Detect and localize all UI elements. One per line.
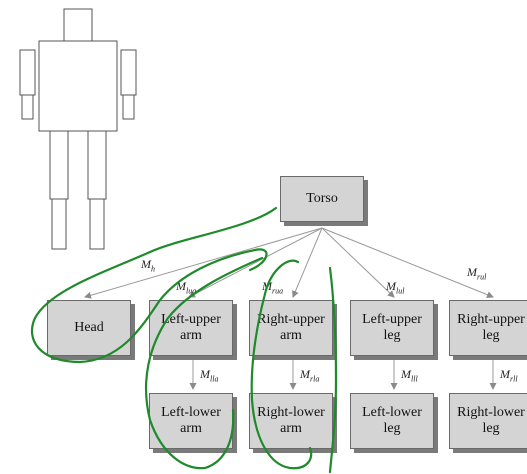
- node-right-lower-arm: Right-lower arm: [249, 393, 333, 449]
- edge-label-head: Mh: [141, 257, 155, 274]
- robot-right-lower-arm: [122, 94, 135, 120]
- annotation-loop-head: [30, 206, 278, 364]
- edge-label-lul: Mlul: [386, 279, 405, 296]
- robot-torso: [38, 40, 118, 132]
- node-left-upper-leg: Left-upper leg: [350, 300, 434, 356]
- edge-label-lll: Mlll: [401, 367, 418, 384]
- edge-torso-head: [84, 227, 323, 299]
- robot-left-lower-arm: [21, 94, 34, 120]
- annotation-stroke-left-leg: [328, 266, 338, 474]
- robot-left-lower-leg: [51, 198, 67, 250]
- edge-label-lla: Mlla: [200, 367, 219, 384]
- edge-torso-lul: [321, 227, 395, 298]
- edge-torso-rul: [321, 227, 494, 299]
- node-left-lower-arm: Left-lower arm: [149, 393, 233, 449]
- robot-head: [63, 8, 93, 42]
- edge-label-rll: Mrll: [500, 367, 518, 384]
- annotation-loop-left-arm: [144, 256, 264, 470]
- edge-torso-rua: [292, 227, 323, 298]
- edge-label-rla: Mrla: [300, 367, 320, 384]
- node-left-lower-leg: Left-lower leg: [350, 393, 434, 449]
- annotation-loop-right-arm: [250, 259, 313, 470]
- node-right-upper-leg: Right-upper leg: [449, 300, 527, 356]
- node-torso: Torso: [280, 176, 364, 222]
- robot-right-lower-leg: [89, 198, 105, 250]
- edge-torso-lua: [188, 227, 323, 298]
- node-right-upper-arm: Right-upper arm: [249, 300, 333, 356]
- node-head: Head: [47, 300, 131, 356]
- edge-label-rul: Mrul: [467, 265, 487, 282]
- edge-label-lua: Mlua: [176, 279, 197, 296]
- node-right-lower-leg: Right-lower leg: [449, 393, 527, 449]
